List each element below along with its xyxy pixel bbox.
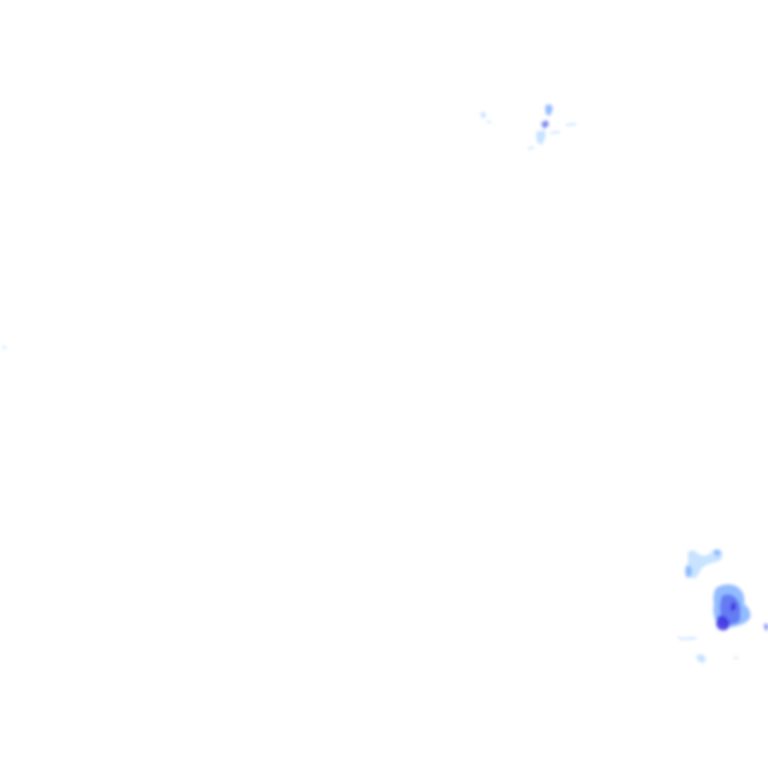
precipitation-patch — [764, 624, 768, 630]
precipitation-patch — [536, 130, 546, 145]
precipitation-patch — [713, 549, 721, 557]
precipitation-patch — [487, 121, 491, 123]
precipitation-patch — [685, 565, 692, 578]
precipitation-patch — [688, 549, 723, 579]
precipitation-patch — [678, 636, 698, 640]
precipitation-patch — [716, 615, 730, 631]
precipitation-patch — [696, 654, 706, 663]
precipitation-patch — [480, 111, 486, 119]
precipitation-patch — [550, 131, 560, 134]
precipitation-patch — [545, 104, 553, 116]
precipitation-patch — [734, 657, 738, 659]
precipitation-patch — [528, 146, 534, 150]
precipitation-patch — [541, 120, 549, 129]
rain-cell-north — [480, 104, 576, 150]
rain-cell-southeast — [678, 549, 768, 663]
rain-cells — [3, 104, 768, 663]
precipitation-patch — [730, 602, 736, 611]
precipitation-patch — [566, 123, 576, 126]
precipitation-patch — [3, 345, 6, 350]
